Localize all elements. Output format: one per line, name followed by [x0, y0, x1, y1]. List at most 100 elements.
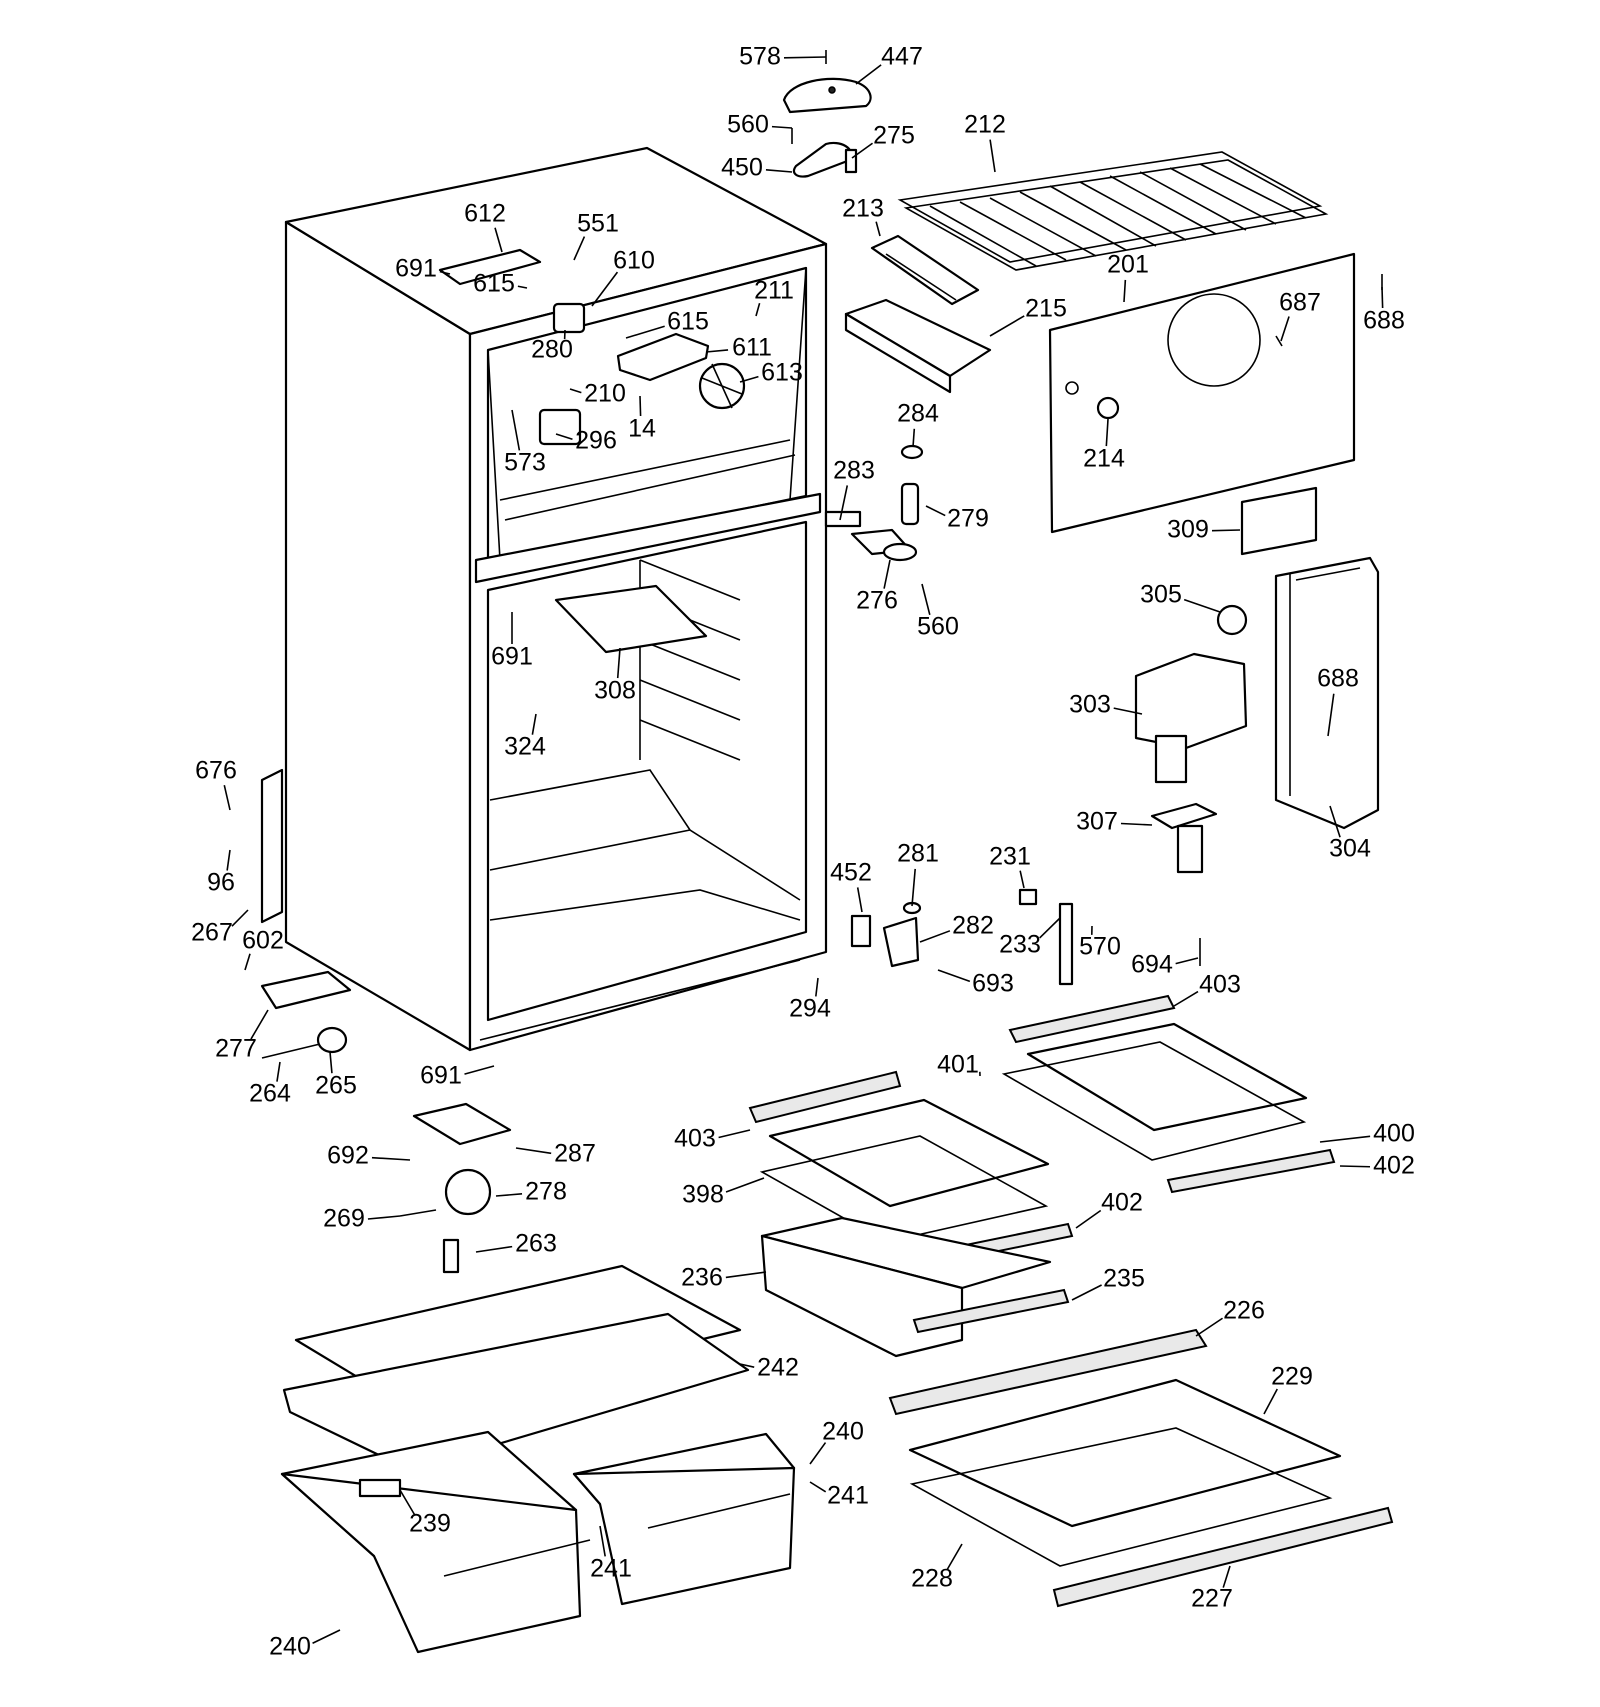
leader-line [921, 583, 931, 616]
part-number-text: 307 [1076, 808, 1118, 836]
hinge-washer [900, 444, 924, 460]
leader-line [1071, 1284, 1102, 1301]
part-number-text: 287 [554, 1140, 596, 1168]
part-number-text: 450 [721, 154, 763, 182]
part-number-text: 452 [830, 859, 872, 887]
leader-line [495, 1193, 523, 1197]
leader-line [725, 1177, 765, 1193]
rod [261, 1043, 321, 1059]
standard-clip [1018, 888, 1038, 906]
leader-line [329, 1051, 333, 1074]
label-242: 242 [739, 1354, 799, 1382]
part-number-text: 283 [833, 457, 875, 485]
leader-line [1381, 286, 1384, 309]
label-402b: 402 [1075, 1189, 1143, 1229]
part-number-text: 294 [789, 995, 831, 1023]
crisper-pan-right [572, 1432, 796, 1606]
leader-line [937, 969, 971, 983]
roller-bracket [412, 1102, 512, 1146]
part-number-text: 402 [1373, 1152, 1415, 1180]
bottom-hinge [882, 916, 920, 968]
part-number-text: 282 [952, 912, 994, 940]
part-number-text: 279 [947, 505, 989, 533]
label-294: 294 [789, 977, 831, 1023]
leader-line [705, 349, 729, 353]
rating-plate [1240, 486, 1318, 556]
leader-line [1263, 1388, 1278, 1415]
leader-line [1123, 279, 1127, 303]
shelf-frame-400 [1001, 1041, 1307, 1161]
label-241b: 241 [590, 1525, 632, 1583]
crisper-cover-glass [908, 1378, 1342, 1528]
glass-shelf-upper-right [1026, 1022, 1308, 1132]
part-number-text: 241 [590, 1555, 632, 1583]
part-number-text: 615 [473, 270, 515, 298]
leader-line [511, 409, 521, 451]
label-211: 211 [754, 277, 794, 317]
leader-line [989, 139, 996, 173]
axle-pin [399, 1209, 437, 1217]
label-226: 226 [1195, 1297, 1265, 1337]
part-number-text: 551 [577, 210, 619, 238]
leader-line [1120, 822, 1153, 826]
label-283: 283 [833, 457, 875, 521]
part-number-text: 403 [674, 1125, 716, 1153]
part-number-text: 402 [1101, 1189, 1143, 1217]
label-263: 263 [475, 1230, 557, 1258]
label-277: 277 [215, 1009, 269, 1063]
leader-line [625, 325, 665, 339]
label-615a: 615 [473, 270, 528, 298]
leader-line [1105, 418, 1109, 447]
label-282: 282 [919, 912, 994, 943]
label-296: 296 [555, 427, 617, 455]
part-number-text: 275 [873, 122, 915, 150]
part-number-text: 236 [681, 1264, 723, 1292]
leader-line [809, 1442, 827, 1465]
leader-line [809, 1481, 827, 1493]
leader-line [367, 1215, 401, 1220]
part-number-text: 400 [1373, 1120, 1415, 1148]
label-284: 284 [897, 400, 939, 448]
part-number-text: 612 [464, 200, 506, 228]
leader-line [226, 849, 231, 871]
leader-line [765, 169, 793, 173]
label-287: 287 [515, 1140, 596, 1168]
leader-line [1195, 1317, 1223, 1337]
leader-line [1175, 957, 1199, 965]
label-611: 611 [705, 334, 772, 362]
part-number-text: 296 [575, 427, 617, 455]
wheel [444, 1168, 492, 1216]
label-231: 231 [989, 843, 1031, 889]
control-bracket [438, 248, 542, 286]
part-number-text: 578 [739, 43, 781, 71]
part-number-text: 277 [215, 1035, 257, 1063]
label-269: 269 [323, 1205, 401, 1233]
label-693: 693 [937, 969, 1014, 998]
part-number-text: 239 [409, 1510, 451, 1538]
label-265: 265 [315, 1051, 357, 1100]
evaporator-fan-blade [698, 362, 746, 410]
part-number-text: 305 [1140, 581, 1182, 609]
shelf-standard [1058, 902, 1074, 986]
leader-line [1329, 805, 1341, 838]
leader-line [231, 909, 249, 927]
light-socket [538, 408, 582, 446]
label-275: 275 [851, 122, 915, 159]
leader-line [856, 887, 863, 913]
leader-line [531, 713, 537, 735]
leveling-leg [442, 1238, 460, 1274]
part-number-text: 611 [732, 334, 772, 362]
shelf-support [554, 584, 708, 654]
part-number-text: 398 [682, 1181, 724, 1209]
label-402a: 402 [1339, 1152, 1415, 1180]
label-96: 96 [207, 849, 235, 897]
meat-pan [760, 1216, 1070, 1358]
label-615b: 615 [625, 308, 709, 339]
label-280: 280 [531, 329, 573, 364]
shelf-trim-402a [1166, 1148, 1336, 1194]
roller [316, 1026, 348, 1054]
leader-line [1319, 1135, 1371, 1143]
label-403a: 403 [1173, 971, 1241, 1007]
label-276: 276 [856, 559, 898, 615]
